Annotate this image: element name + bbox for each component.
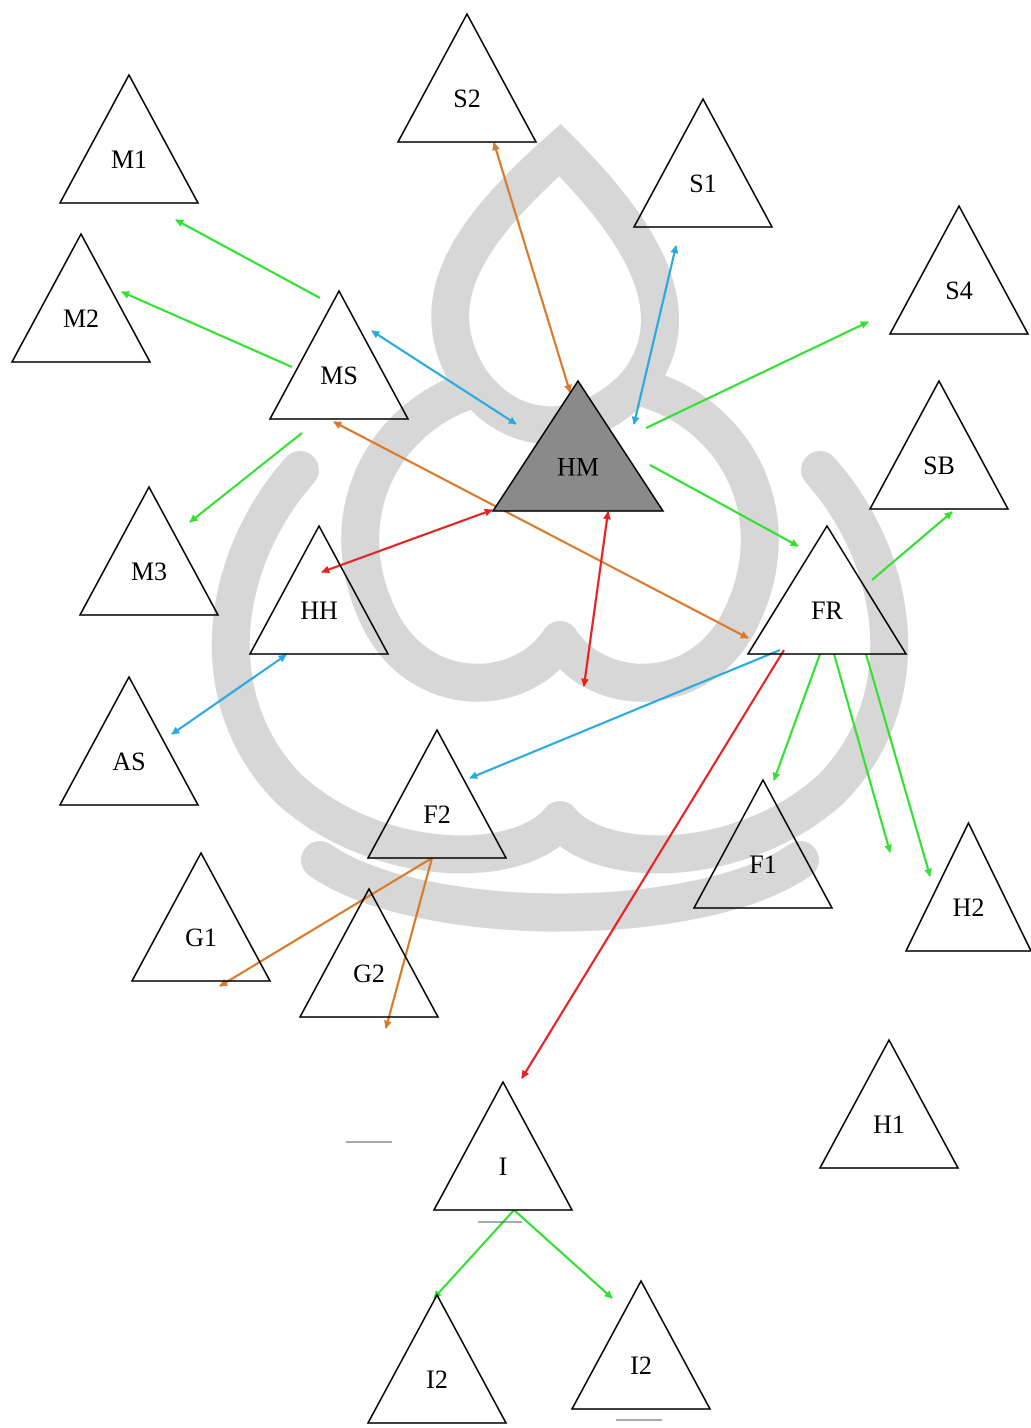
node-triangle (906, 823, 1031, 951)
node-label: S1 (689, 169, 716, 198)
edge-ms-to-m1 (176, 220, 320, 298)
node-triangle (12, 234, 150, 362)
node-triangle (820, 1040, 958, 1168)
node-sb[interactable]: SB (870, 381, 1008, 509)
node-i2b[interactable]: I2 (572, 1281, 710, 1409)
node-label: G2 (353, 959, 385, 988)
edge-fr-to-f1 (774, 654, 820, 780)
node-label: M1 (111, 145, 147, 174)
node-label: I (499, 1152, 508, 1181)
node-label: HH (300, 596, 338, 625)
node-label: S4 (945, 276, 972, 305)
node-label: G1 (185, 923, 217, 952)
node-label: I2 (630, 1351, 652, 1380)
node-g1[interactable]: G1 (132, 853, 270, 981)
node-label: FR (811, 596, 843, 625)
node-label: MS (320, 361, 358, 390)
node-m3[interactable]: M3 (80, 487, 218, 615)
node-h1[interactable]: H1 (820, 1040, 958, 1168)
node-label: S2 (453, 84, 480, 113)
node-as[interactable]: AS (60, 677, 198, 805)
edge-hm-to-fr (650, 465, 798, 546)
node-label: H1 (873, 1110, 905, 1139)
node-label: M3 (131, 557, 167, 586)
node-i[interactable]: I (434, 1082, 572, 1210)
node-s4[interactable]: S4 (890, 206, 1028, 334)
node-triangle (634, 99, 772, 227)
edge-fr-to-i (522, 650, 784, 1078)
node-triangle (60, 75, 198, 203)
node-triangle (80, 487, 218, 615)
node-label: HM (557, 452, 599, 481)
node-triangle (890, 206, 1028, 334)
node-s2[interactable]: S2 (398, 14, 536, 142)
node-label: F1 (749, 850, 776, 879)
node-label: SB (923, 451, 955, 480)
node-triangle (368, 1295, 506, 1423)
node-triangle (270, 291, 408, 419)
node-triangle (572, 1281, 710, 1409)
node-label: I2 (426, 1365, 448, 1394)
node-triangle (60, 677, 198, 805)
node-label: H2 (953, 893, 985, 922)
node-triangle (398, 14, 536, 142)
edge-hm-to-s4 (646, 322, 868, 428)
node-m2[interactable]: M2 (12, 234, 150, 362)
node-ms[interactable]: MS (270, 291, 408, 419)
watermark-emblem (231, 150, 889, 913)
node-triangle (132, 853, 270, 981)
edge-i-to-i2b (514, 1210, 612, 1298)
node-s1[interactable]: S1 (634, 99, 772, 227)
node-triangle (434, 1082, 572, 1210)
node-triangle (870, 381, 1008, 509)
node-label: AS (112, 747, 145, 776)
node-h2[interactable]: H2 (906, 823, 1031, 951)
edge-i-to-i2a (434, 1210, 514, 1298)
node-m1[interactable]: M1 (60, 75, 198, 203)
node-label: M2 (63, 304, 99, 333)
node-label: F2 (423, 800, 450, 829)
node-i2a[interactable]: I2 (368, 1295, 506, 1423)
